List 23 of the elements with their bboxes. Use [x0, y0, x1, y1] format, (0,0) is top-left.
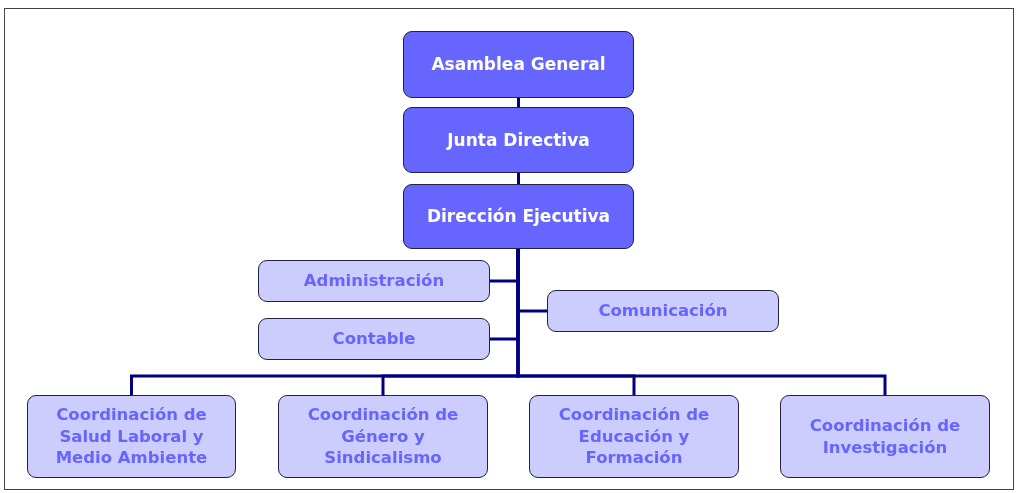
org-box	[258, 318, 490, 360]
org-box	[547, 290, 779, 332]
org-box	[27, 395, 236, 478]
org-box	[403, 31, 634, 98]
box-label: Comunicación	[598, 300, 728, 322]
box-label: Dirección Ejecutiva	[426, 205, 611, 228]
connector-line	[517, 98, 520, 107]
box-label: Asamblea General	[431, 53, 606, 76]
box-label: Junta Directiva	[447, 128, 590, 152]
org-box	[529, 395, 739, 478]
org-box	[403, 184, 634, 249]
connector-line	[517, 173, 520, 184]
box-label: Coordinación de Educación y Formación	[557, 404, 711, 469]
box-label: Contable	[332, 328, 416, 350]
org-box	[403, 107, 634, 173]
org-box	[780, 395, 990, 478]
box-label: Coordinación de Género y Sindicalismo	[306, 404, 460, 469]
box-label: Coordinación de Salud Laboral y Medio Ambiente	[54, 404, 209, 469]
org-box	[278, 395, 488, 478]
org-box	[258, 260, 490, 302]
box-label: Administración	[303, 270, 445, 292]
connector-line	[516, 249, 887, 395]
box-label: Coordinación de Investigación	[808, 415, 962, 458]
